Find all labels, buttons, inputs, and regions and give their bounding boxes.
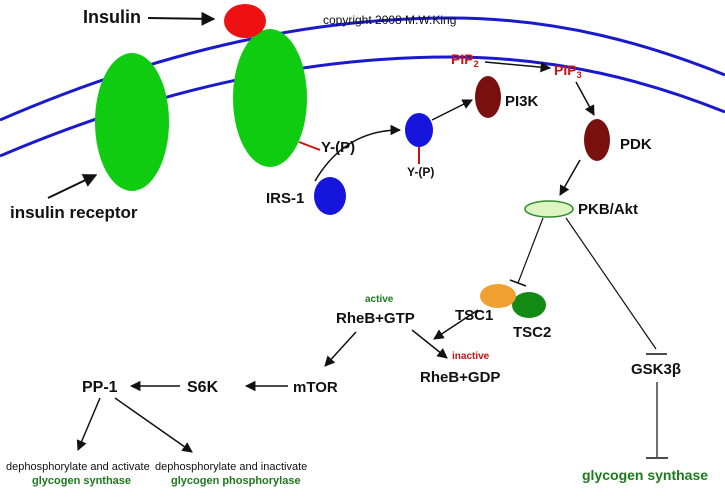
dephosphorylate-activate-label: dephosphorylate and activate (6, 461, 150, 473)
insulin-receptor-label: insulin receptor (10, 203, 138, 222)
glycogen-phosphorylase-label: glycogen phosphorylase (171, 475, 301, 487)
irs1-node (314, 177, 346, 215)
pp1-label: PP-1 (82, 379, 118, 396)
mtor-label: mTOR (293, 379, 338, 396)
insulin-arrow (147, 11, 216, 26)
pp1-to-glycogen-synthase-arrow (76, 397, 101, 451)
phosphorylated-irs1-node (405, 113, 433, 147)
pkb-inhibits-tsc-bar (509, 279, 527, 287)
irs1-to-irs1p-arrow (314, 124, 402, 182)
irs1p-to-pi3k-arrow (431, 99, 473, 121)
glycogen-synthase-right-label: glycogen synthase (582, 467, 708, 483)
rheb-gtp-label: RheB+GTP (336, 310, 415, 327)
receptor-phospho-bond (298, 141, 321, 151)
insulin-label: Insulin (83, 7, 141, 27)
pkb-inhibits-gsk3b-line (565, 217, 657, 350)
rheb-inactive-tag: inactive (452, 351, 490, 362)
glycogen-synthase-left-label: glycogen synthase (32, 475, 131, 487)
rheb-active-tag: active (365, 294, 394, 305)
pip3-to-pdk-arrow (575, 81, 595, 116)
insulin-molecule (224, 4, 266, 38)
tsc1-node (480, 284, 516, 308)
irs1-y-p-label: Y-(P) (407, 165, 434, 179)
tsc1-label: TSC1 (455, 307, 493, 324)
pi3k-node (475, 76, 501, 118)
pip2-label: PIP2 (451, 51, 479, 69)
rheb-to-mtor-arrow (324, 331, 357, 367)
pdk-node (584, 119, 610, 161)
pkb-inhibits-tsc-line (517, 217, 544, 284)
pip3-label: PIP3 (554, 62, 582, 80)
pkb-akt-label: PKB/Akt (578, 201, 638, 218)
pdk-to-pkb-arrow (559, 159, 581, 196)
pdk-label: PDK (620, 136, 652, 153)
insulin-receptor-subunit-right (233, 29, 307, 167)
tsc-to-rheb-gdp-arrow (433, 309, 479, 340)
gsk3b-label: GSK3β (631, 361, 681, 378)
dephosphorylate-inactivate-label: dephosphorylate and inactivate (155, 461, 307, 473)
rheb-gtp-to-gdp-arrow (411, 329, 448, 359)
s6k-label: S6K (187, 379, 219, 396)
pip3-text: PIP (554, 62, 577, 78)
irs1-label: IRS-1 (266, 190, 304, 207)
pip2-subscript: 2 (474, 59, 479, 69)
tsc2-label: TSC2 (513, 324, 551, 341)
pip2-text: PIP (451, 51, 474, 67)
receptor-y-p-label: Y-(P) (321, 139, 355, 156)
tsc2-node (512, 292, 546, 318)
copyright: copyright 2008 M.W.King (323, 13, 456, 27)
pi3k-label: PI3K (505, 93, 539, 110)
pp1-to-glycogen-phosphorylase-arrow (114, 397, 193, 453)
rheb-gdp-label: RheB+GDP (420, 369, 500, 386)
insulin-receptor-subunit-left (95, 53, 169, 191)
pip3-subscript: 3 (577, 70, 582, 80)
receptor-pointer-arrow (47, 174, 98, 199)
pkb-akt-node (524, 200, 574, 218)
pip2-to-pip3-arrow (484, 61, 552, 73)
